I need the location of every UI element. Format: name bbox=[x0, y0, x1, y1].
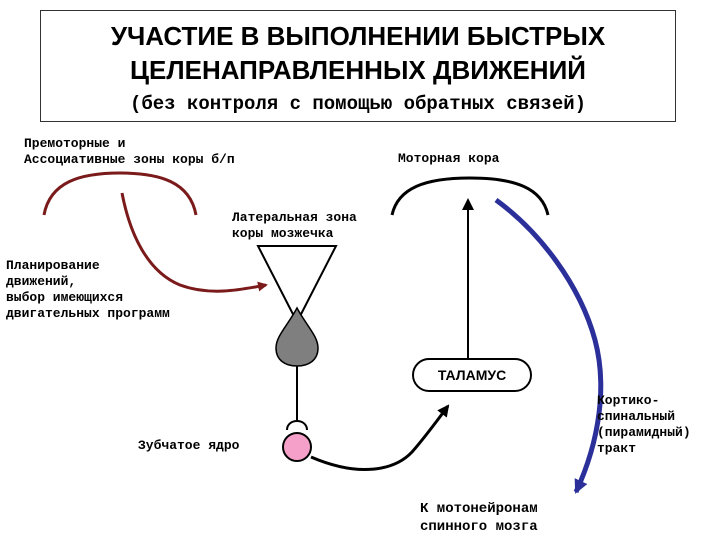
planning-label-line: выбор имеющихся bbox=[6, 290, 124, 305]
corticospinal-tract-arrow bbox=[494, 197, 604, 494]
corticospinal-label-line: Кортико- bbox=[597, 393, 660, 408]
lateral-cerebellum-label-line: Латеральная зона bbox=[232, 210, 357, 225]
motor-cortex-label-line: Моторная кора bbox=[398, 151, 500, 166]
cerebellar-cortex-triangle bbox=[256, 245, 338, 325]
premotor-to-cerebellum-arrow bbox=[120, 192, 268, 293]
motoneurons-label-line: К мотонейронам bbox=[420, 501, 538, 517]
purkinje-cell bbox=[275, 306, 319, 367]
title-line-2: ЦЕЛЕНАПРАВЛЕННЫХ ДВИЖЕНИЙ bbox=[130, 55, 586, 85]
title-subtitle: (без контроля с помощью обратных связей) bbox=[129, 93, 587, 115]
motor-cortex-label: Моторная кора bbox=[398, 151, 499, 167]
premotor-cortex-arc bbox=[42, 171, 198, 216]
thalamus-node: ТАЛАМУС bbox=[412, 358, 532, 392]
corticospinal-label: Кортико- спинальный (пирамидный) тракт bbox=[597, 393, 691, 457]
title-line-1: УЧАСТИЕ В ВЫПОЛНЕНИИ БЫСТРЫХ bbox=[110, 21, 606, 51]
corticospinal-label-line: тракт bbox=[597, 441, 637, 456]
motor-cortex-arc bbox=[390, 176, 550, 216]
motoneurons-label-line: спинного мозга bbox=[420, 519, 538, 535]
dentate-nucleus bbox=[282, 432, 312, 462]
dentate-label: Зубчатое ядро bbox=[138, 438, 239, 454]
motoneurons-label: К мотонейронам спинного мозга bbox=[420, 500, 538, 536]
dentate-to-thalamus-arrow bbox=[310, 404, 450, 471]
planning-label-line: движений, bbox=[6, 274, 77, 289]
premotor-label-line: Премоторные и bbox=[24, 136, 126, 151]
premotor-label: Премоторные и Ассоциативные зоны коры б/… bbox=[24, 136, 235, 168]
planning-label-line: Планирование bbox=[6, 258, 100, 273]
lateral-cerebellum-label: Латеральная зона коры мозжечка bbox=[232, 210, 357, 242]
planning-label-line: двигательных программ bbox=[6, 306, 170, 321]
synapse-cup bbox=[286, 420, 308, 431]
premotor-label-line: Ассоциативные зоны коры б/п bbox=[24, 152, 235, 167]
corticospinal-label-line: (пирамидный) bbox=[597, 425, 691, 440]
title-box: УЧАСТИЕ В ВЫПОЛНЕНИИ БЫСТРЫХ ЦЕЛЕНАПРАВЛ… bbox=[40, 10, 676, 122]
planning-label: Планирование движений, выбор имеющихся д… bbox=[6, 258, 170, 322]
corticospinal-label-line: спинальный bbox=[597, 409, 676, 424]
dentate-label-line: Зубчатое ядро bbox=[138, 438, 240, 453]
lateral-cerebellum-label-line: коры мозжечка bbox=[232, 226, 334, 241]
